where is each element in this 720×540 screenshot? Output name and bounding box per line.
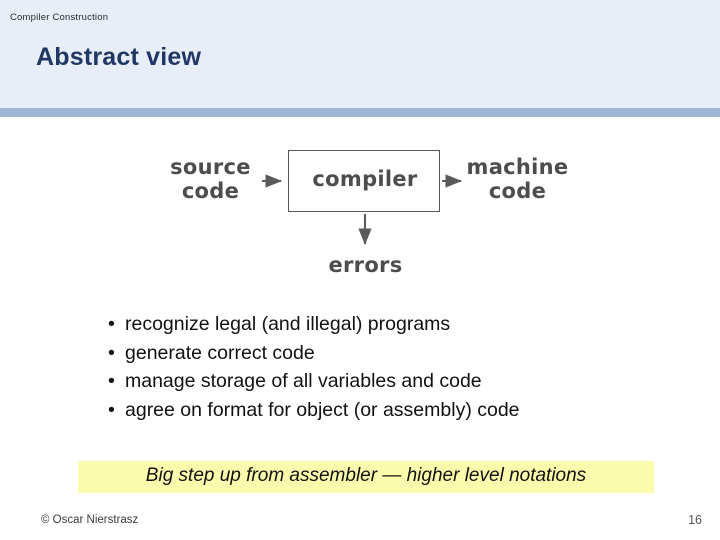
page-title: Abstract view bbox=[36, 43, 202, 71]
header-divider bbox=[0, 108, 720, 117]
highlight-text: Big step up from assembler — higher leve… bbox=[145, 465, 587, 486]
list-item-label: recognize legal (and illegal) programs bbox=[125, 313, 451, 335]
list-item-label: manage storage of all variables and code bbox=[125, 370, 482, 393]
list-item-label: generate correct code bbox=[125, 341, 315, 364]
diagram-label-compiler: compiler bbox=[312, 167, 418, 191]
diagram-box-compiler: compiler bbox=[288, 150, 440, 212]
course-label: Compiler Construction bbox=[10, 12, 109, 23]
bullet-marker: • bbox=[108, 398, 115, 421]
diagram-label-errors: errors bbox=[328, 253, 403, 277]
list-item: • manage storage of all variables and cod… bbox=[108, 367, 668, 396]
header-band bbox=[0, 0, 720, 108]
footer-copyright: © Oscar Nierstrasz bbox=[41, 514, 139, 526]
bullet-marker: • bbox=[108, 341, 115, 364]
list-item: • recognize legal (and illegal) programs bbox=[108, 310, 668, 339]
footer-page-number: 16 bbox=[688, 513, 702, 527]
list-item: • generate correct code bbox=[108, 339, 668, 368]
list-item-label: agree on format for object (or assembly)… bbox=[125, 398, 520, 421]
list-item: • agree on format for object (or assembly… bbox=[108, 396, 668, 425]
highlight-banner: Big step up from assembler — higher leve… bbox=[78, 461, 654, 493]
bullet-marker: • bbox=[108, 370, 115, 393]
bullet-list: •recognize legal (and illegal) programs … bbox=[108, 310, 668, 424]
diagram-arrows bbox=[262, 174, 463, 246]
bullet-marker: • bbox=[108, 313, 115, 335]
